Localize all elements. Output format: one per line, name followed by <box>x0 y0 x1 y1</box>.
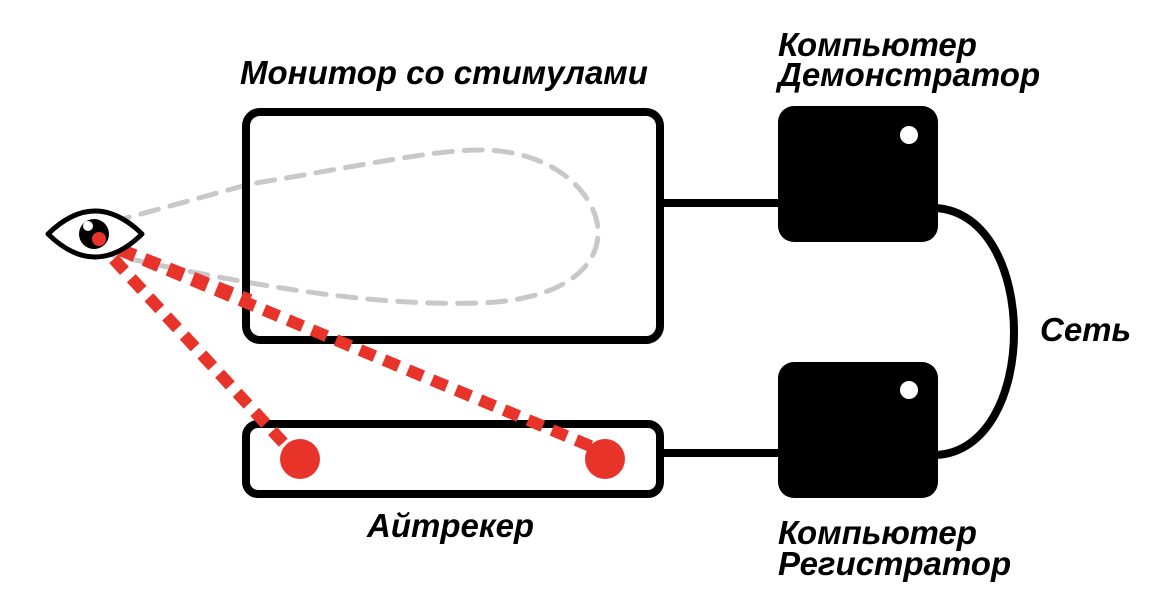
network-connection <box>935 204 1018 459</box>
stimulus-monitor <box>242 108 664 344</box>
eyetracker-label: Айтрекер <box>366 507 534 544</box>
recorder-label-line2: Регистратор <box>778 545 1011 582</box>
ir-beam-left <box>91 235 295 455</box>
presenter-computer <box>778 106 938 242</box>
gaze-path <box>109 147 601 306</box>
presenter-power-indicator <box>900 126 918 144</box>
network-label: Сеть <box>1040 311 1131 348</box>
presenter-label-line1: Компьютер <box>778 26 977 63</box>
eye-icon <box>45 208 145 260</box>
eyetracker-device <box>242 420 664 498</box>
recorder-label-line1: Компьютер <box>778 514 977 551</box>
recorder-computer <box>778 362 938 498</box>
presenter-label-line2: Демонстратор <box>775 56 1040 93</box>
monitor-label: Монитор со стимулами <box>240 54 648 91</box>
recorder-power-indicator <box>900 381 918 399</box>
tracker-sensor-right <box>585 439 625 479</box>
tracker-sensor-left <box>280 439 320 479</box>
